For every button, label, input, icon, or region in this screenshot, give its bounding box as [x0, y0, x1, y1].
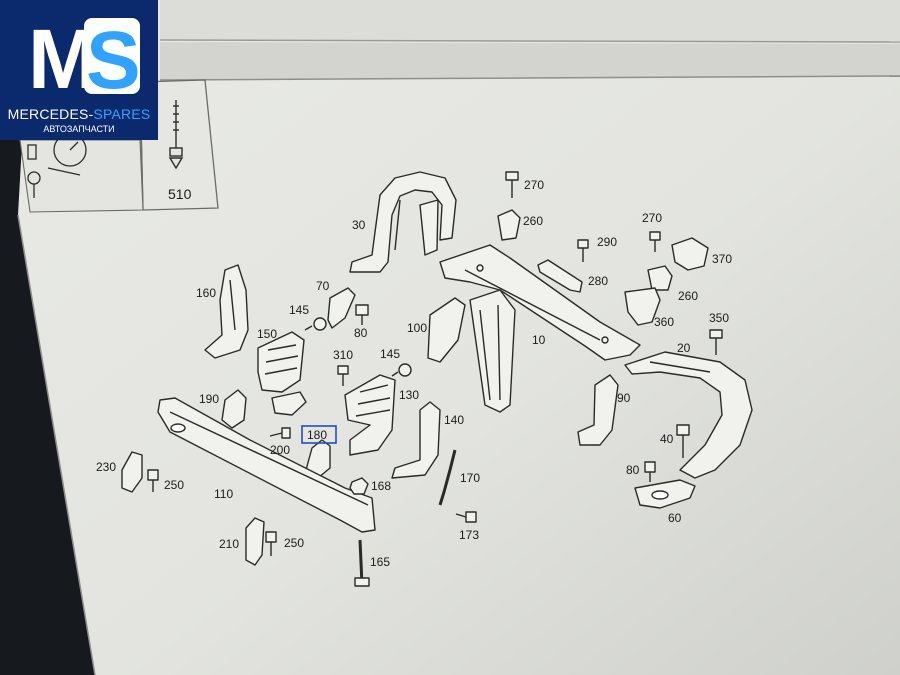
logo-brand-main: MERCEDES-: [7, 106, 94, 122]
label-200[interactable]: 200: [270, 443, 290, 457]
label-350[interactable]: 350: [709, 311, 729, 325]
label-168[interactable]: 168: [371, 479, 391, 493]
label-110[interactable]: 110: [214, 487, 233, 501]
part-270-bolt-right-icon[interactable]: [649, 231, 661, 252]
window-title-bar: [160, 0, 900, 42]
thumbnail-label-510: 510: [168, 186, 192, 202]
label-190[interactable]: 190: [199, 392, 219, 406]
part-165-long-bolt-icon[interactable]: [354, 539, 370, 587]
part-173-bolt-icon[interactable]: [455, 511, 477, 523]
part-10-cross-member[interactable]: [439, 244, 641, 361]
label-173[interactable]: 173: [459, 528, 479, 542]
label-260-right[interactable]: 260: [678, 289, 698, 303]
part-145-clip-lower[interactable]: [391, 363, 412, 377]
rivet-thumbnail-icon: [168, 100, 184, 170]
logo-mark-icon: M S: [19, 11, 141, 100]
label-210[interactable]: 210: [219, 537, 239, 551]
part-350-bolt-icon[interactable]: [709, 329, 723, 355]
part-250-bolt-lower-icon[interactable]: [265, 531, 277, 556]
label-270-right[interactable]: 270: [642, 211, 662, 225]
label-145-upper[interactable]: 145: [289, 303, 309, 317]
part-80-bolt-icon[interactable]: [355, 304, 369, 325]
part-100-pillar[interactable]: [427, 289, 516, 413]
part-260-clip-upper[interactable]: [497, 209, 521, 241]
label-290[interactable]: 290: [597, 235, 617, 249]
part-260-clip-right[interactable]: [647, 265, 673, 291]
part-170-strip[interactable]: [438, 449, 457, 506]
part-130-bracket[interactable]: [344, 374, 396, 456]
label-40[interactable]: 40: [660, 432, 674, 446]
window-toolbar: [160, 42, 900, 80]
label-145-lower[interactable]: 145: [380, 347, 400, 361]
highlight-box-180[interactable]: [301, 425, 337, 444]
label-90[interactable]: 90: [617, 391, 631, 405]
part-160-bracket[interactable]: [204, 264, 249, 359]
part-60-bracket[interactable]: [634, 479, 696, 509]
label-20[interactable]: 20: [677, 341, 691, 355]
part-230-bracket[interactable]: [121, 451, 143, 493]
part-30-bracket[interactable]: [349, 171, 457, 273]
label-160[interactable]: 160: [196, 286, 216, 300]
part-190-bracket[interactable]: [221, 389, 247, 429]
logo-brand-accent: SPARES: [93, 106, 151, 122]
label-100[interactable]: 100: [407, 321, 427, 335]
part-110-bumper-beam[interactable]: [157, 397, 376, 533]
label-260-upper[interactable]: 260: [523, 214, 543, 228]
part-200-bolt-icon[interactable]: [269, 427, 291, 439]
thumbnail-panel[interactable]: 510: [19, 79, 219, 213]
part-150-bracket[interactable]: [257, 331, 307, 416]
label-10[interactable]: 10: [532, 333, 546, 347]
part-280-bracket[interactable]: [537, 259, 583, 293]
label-150[interactable]: 150: [257, 327, 277, 341]
part-145-clip-upper[interactable]: [304, 317, 327, 331]
label-80-upper[interactable]: 80: [354, 326, 368, 340]
label-60[interactable]: 60: [668, 511, 682, 525]
label-165[interactable]: 165: [370, 555, 390, 569]
part-140-bracket[interactable]: [391, 401, 441, 479]
label-280[interactable]: 280: [588, 274, 608, 288]
label-370[interactable]: 370: [712, 252, 732, 266]
part-80-bolt-right-icon[interactable]: [644, 461, 656, 482]
part-360-bracket[interactable]: [624, 287, 661, 326]
part-210-bracket[interactable]: [245, 517, 265, 566]
label-270-upper[interactable]: 270: [524, 178, 544, 192]
label-80-right[interactable]: 80: [626, 463, 640, 477]
logo-subtitle: АВТОЗАПЧАСТИ: [43, 124, 115, 134]
brand-logo: M S MERCEDES-SPARES АВТОЗАПЧАСТИ: [0, 0, 158, 140]
label-130[interactable]: 130: [399, 388, 419, 402]
label-30[interactable]: 30: [352, 218, 366, 232]
part-290-bolt-icon[interactable]: [577, 239, 589, 262]
label-310[interactable]: 310: [333, 348, 353, 362]
label-140[interactable]: 140: [444, 413, 464, 427]
part-20-arch-member[interactable]: [624, 351, 753, 479]
label-170[interactable]: 170: [460, 471, 480, 485]
label-70[interactable]: 70: [316, 279, 330, 293]
logo-letter-s: S: [86, 15, 141, 100]
label-230[interactable]: 230: [96, 460, 116, 474]
logo-brand-text: MERCEDES-SPARES: [0, 106, 158, 122]
part-70-bracket[interactable]: [327, 287, 356, 329]
part-370-clip[interactable]: [671, 237, 709, 271]
part-310-bolt-icon[interactable]: [337, 365, 349, 386]
part-90-pillar[interactable]: [577, 374, 619, 446]
part-168-nut-icon[interactable]: [349, 477, 369, 495]
part-250-bolt-upper-icon[interactable]: [147, 469, 159, 492]
part-270-bolt-upper-icon[interactable]: [505, 171, 519, 198]
label-360[interactable]: 360: [654, 315, 674, 329]
label-250-lower[interactable]: 250: [284, 536, 304, 550]
part-40-bolt-icon[interactable]: [676, 424, 690, 458]
label-180-highlighted[interactable]: 180: [307, 428, 327, 442]
label-250-upper[interactable]: 250: [164, 478, 184, 492]
